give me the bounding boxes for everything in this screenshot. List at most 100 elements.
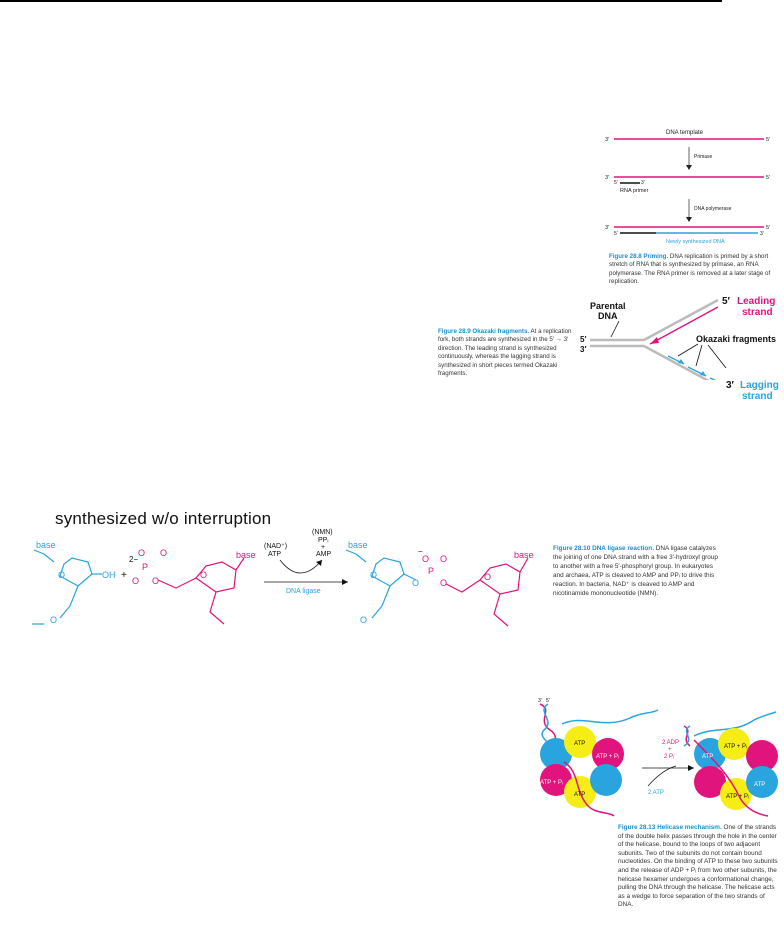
- sugar-3oh: [32, 549, 102, 625]
- arrow-head: [686, 165, 692, 170]
- priming-diagram: DNA template 3′ 5′ Primase 3′ 5′ 5′ 3′ R…: [605, 130, 770, 245]
- figure-28-10: base O OH O + 2− O O P O O base O (NAD⁺)…: [30, 528, 782, 630]
- okazaki-label: Okazaki fragments: [696, 334, 776, 344]
- enzyme-label: DNA ligase: [286, 588, 321, 595]
- pointer-line: [695, 344, 703, 367]
- arrow-head: [686, 217, 692, 222]
- caption-number: Figure 28.10: [553, 545, 591, 552]
- svg-text:ATP: ATP: [574, 741, 585, 747]
- caption-title: DNA ligase reaction.: [592, 545, 654, 552]
- end-label: 3′: [726, 380, 735, 391]
- svg-text:O: O: [200, 570, 207, 580]
- subunit: [746, 766, 778, 798]
- svg-text:ATP + Pᵢ: ATP + Pᵢ: [540, 780, 563, 786]
- handwritten-note: synthesized w/o interruption: [55, 509, 272, 528]
- svg-text:O: O: [360, 615, 367, 625]
- svg-text:base: base: [348, 540, 368, 550]
- cofactor-label: (NAD⁺): [264, 543, 287, 550]
- sugar-5phosphate: [157, 557, 245, 625]
- end-label: 3′: [605, 175, 609, 181]
- figure-28-9: Parental DNA 5′ 3′ 5′ Leading strand Oka…: [436, 290, 782, 402]
- lagging-label: strand: [742, 391, 773, 402]
- product-label: PPᵢ: [318, 537, 328, 544]
- svg-text:O: O: [160, 548, 167, 558]
- base-label: base: [36, 540, 56, 550]
- subunit: [746, 740, 778, 772]
- figure-28-13: 3′ 5′ ATP ATP + Pᵢ ATP + Pᵢ ATP 2 ADP + …: [534, 690, 782, 936]
- caption-body: DNA replication is primed by a short str…: [609, 253, 771, 286]
- okazaki-diagram: Parental DNA 5′ 3′ 5′ Leading strand Oka…: [580, 296, 776, 388]
- fork-bottom: [643, 344, 719, 388]
- subunit: [694, 766, 726, 798]
- end-label: 3′: [605, 137, 609, 143]
- caption-body: One of the strands of the double helix p…: [618, 824, 778, 909]
- svg-text:2 ADP: 2 ADP: [662, 740, 679, 746]
- end-label: 5′: [722, 296, 731, 307]
- cofactor-label: ATP: [268, 551, 281, 558]
- svg-text:ATP + Pᵢ: ATP + Pᵢ: [726, 794, 749, 800]
- leading-arrowhead: [650, 337, 659, 344]
- top-rule: [0, 0, 722, 2]
- subunit: [590, 764, 622, 796]
- charge-label: 2−: [129, 555, 138, 564]
- pointer-line: [707, 344, 727, 369]
- end-label: 5′: [614, 180, 618, 186]
- end-label: 5′: [614, 231, 618, 237]
- end-label: 3′: [605, 225, 609, 231]
- subunit: [718, 728, 750, 760]
- parental-label: Parental: [590, 301, 626, 311]
- svg-text:P: P: [428, 566, 434, 576]
- end-label: 5′: [580, 335, 586, 344]
- caption-number: Figure 28.9: [438, 328, 471, 335]
- svg-text:O: O: [440, 578, 447, 588]
- caption-body: At a replication fork, both strands are …: [438, 328, 572, 378]
- product-label: (NMN): [312, 529, 333, 536]
- new-dna-label: Newly synthesized DNA: [666, 239, 725, 245]
- figure-caption: Figure 28.9 Okazaki fragments. At a repl…: [438, 328, 584, 378]
- svg-text:ATP + Pᵢ: ATP + Pᵢ: [724, 744, 747, 750]
- lagging-label: Lagging: [740, 380, 779, 391]
- oh-group: OH: [102, 570, 116, 580]
- svg-text:2 ATP: 2 ATP: [648, 790, 664, 796]
- fork-top: [643, 298, 719, 342]
- end-label: 5′: [766, 225, 770, 231]
- product-magenta: [445, 557, 529, 627]
- svg-text:O: O: [422, 554, 429, 564]
- base-label: base: [236, 550, 256, 560]
- svg-text:2 Pᵢ: 2 Pᵢ: [664, 754, 674, 760]
- cofactor-arc: [279, 559, 323, 574]
- caption-title: Okazaki fragments.: [472, 328, 530, 335]
- svg-text:ATP: ATP: [754, 782, 765, 788]
- subunit: [720, 778, 752, 810]
- plus-sign: +: [121, 570, 127, 581]
- end-label: 5′: [546, 698, 550, 704]
- svg-text:ATP: ATP: [702, 754, 713, 760]
- svg-text:+: +: [668, 747, 672, 753]
- pointer-line: [677, 343, 699, 357]
- caption-number: Figure 28.8: [609, 253, 642, 260]
- product-label: +: [321, 544, 325, 551]
- polymerase-label: DNA polymerase: [694, 206, 732, 212]
- end-label: 3′: [760, 231, 764, 237]
- ring-o: O: [58, 570, 65, 580]
- lagging-labels: 3′ Lagging strand: [726, 380, 779, 402]
- figure-28-8: DNA template 3′ 5′ Primase 3′ 5′ 5′ 3′ R…: [598, 125, 778, 295]
- leading-label: strand: [742, 307, 773, 318]
- svg-text:O: O: [440, 554, 447, 564]
- subunit: [592, 738, 624, 770]
- ligase-reaction: base O OH O + 2− O O P O O base O (NAD⁺)…: [32, 529, 534, 627]
- svg-text:O: O: [484, 572, 491, 582]
- product-blue: [345, 549, 417, 619]
- svg-text:ATP + Pᵢ: ATP + Pᵢ: [596, 754, 619, 760]
- svg-text:O: O: [370, 570, 377, 580]
- svg-text:ATP: ATP: [574, 792, 585, 798]
- template-label: DNA template: [666, 130, 704, 136]
- svg-text:O: O: [138, 548, 145, 558]
- primase-label: Primase: [694, 154, 713, 160]
- end-label: 3′: [641, 180, 645, 186]
- leading-label: Leading: [737, 296, 775, 307]
- end-label: 5′: [766, 175, 770, 181]
- product-label: AMP: [316, 551, 332, 558]
- leading-strand: [649, 306, 719, 345]
- svg-text:base: base: [514, 550, 534, 560]
